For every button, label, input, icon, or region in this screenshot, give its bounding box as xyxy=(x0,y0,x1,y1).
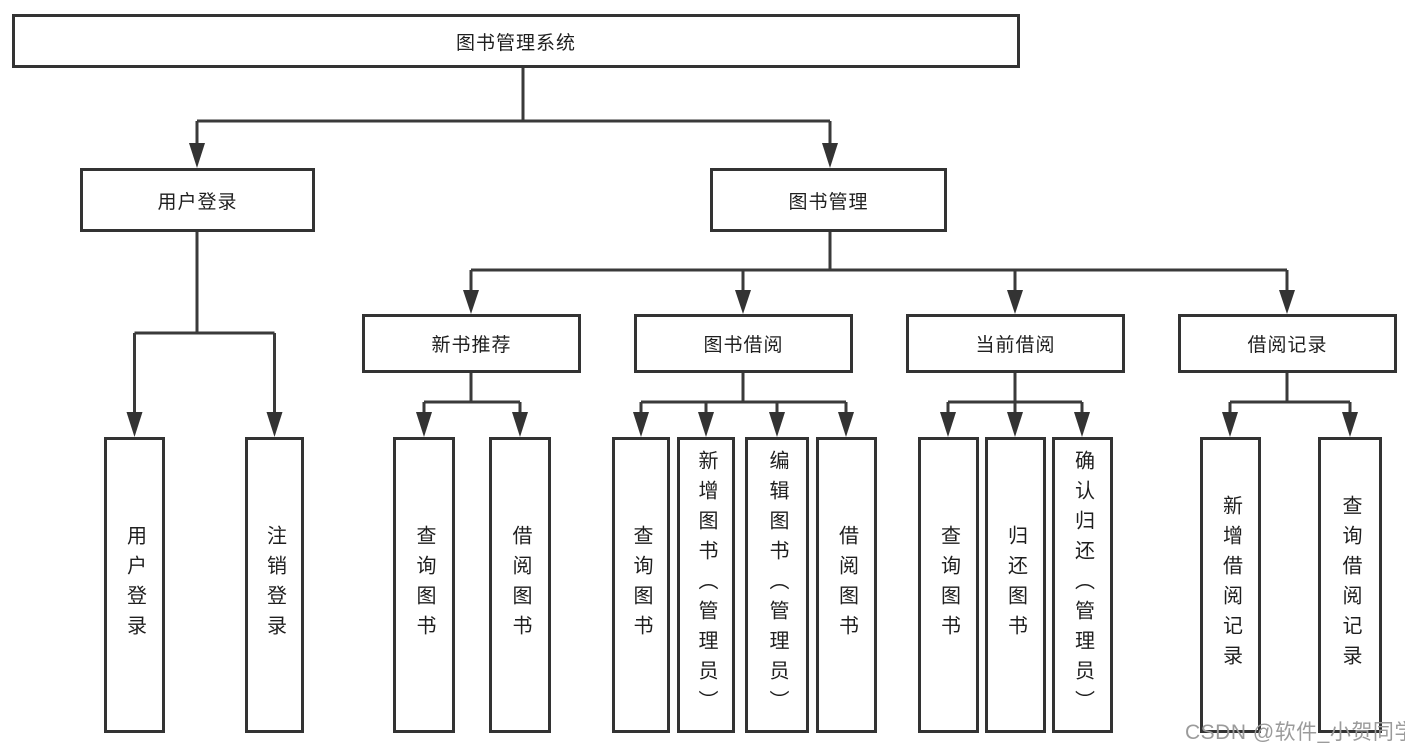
leaf-add-book-admin: 新增图书（管理员） xyxy=(677,437,735,733)
leaf-query-book-recommend: 查询图书 xyxy=(393,437,455,733)
leaf-query-book-current: 查询图书 xyxy=(918,437,979,733)
node-book-borrow: 图书借阅 xyxy=(634,314,853,373)
node-label: 查询图书 xyxy=(413,525,435,645)
node-label: 用户登录 xyxy=(157,191,238,213)
arrowheads xyxy=(126,143,1358,437)
node-label: 图书管理 xyxy=(788,191,869,213)
leaf-borrow-book-recommend: 借阅图书 xyxy=(489,437,551,733)
tree-edges xyxy=(133,68,1352,415)
leaf-query-borrow-record: 查询借阅记录 xyxy=(1318,437,1382,733)
node-label: 新增图书（管理员） xyxy=(695,450,717,720)
node-label: 图书借阅 xyxy=(703,335,784,356)
csdn-watermark: CSDN @软件_小贺同学 xyxy=(1185,721,1405,744)
node-label: 用户登录 xyxy=(123,525,146,645)
leaf-logout: 注销登录 xyxy=(245,437,304,733)
leaf-query-book-borrow: 查询图书 xyxy=(612,437,670,733)
node-label: 新增借阅记录 xyxy=(1219,495,1242,675)
node-label: 归还图书 xyxy=(1004,525,1027,645)
node-label: 图书管理系统 xyxy=(455,32,576,54)
leaf-edit-book-admin: 编辑图书（管理员） xyxy=(745,437,809,733)
node-label: 当前借阅 xyxy=(975,335,1056,356)
leaf-return-book: 归还图书 xyxy=(985,437,1046,733)
node-user-login: 用户登录 xyxy=(80,168,315,232)
node-label: 新书推荐 xyxy=(431,335,512,356)
node-borrow-records: 借阅记录 xyxy=(1178,314,1397,373)
node-library-system: 图书管理系统 xyxy=(12,14,1020,68)
node-label: 编辑图书（管理员） xyxy=(766,450,788,720)
node-label: 查询图书 xyxy=(937,525,960,645)
leaf-add-borrow-record: 新增借阅记录 xyxy=(1200,437,1261,733)
node-label: 查询借阅记录 xyxy=(1339,495,1361,675)
node-label: 借阅记录 xyxy=(1247,335,1328,356)
node-label: 借阅图书 xyxy=(509,525,531,645)
node-current-borrow: 当前借阅 xyxy=(906,314,1125,373)
node-new-book-recommend: 新书推荐 xyxy=(362,314,581,373)
node-book-management: 图书管理 xyxy=(710,168,947,232)
leaf-borrow-book: 借阅图书 xyxy=(816,437,877,733)
leaf-user-login: 用户登录 xyxy=(104,437,165,733)
node-label: 查询图书 xyxy=(630,525,652,645)
node-label: 确认归还（管理员） xyxy=(1071,450,1094,720)
node-label: 借阅图书 xyxy=(835,525,858,645)
leaf-confirm-return-admin: 确认归还（管理员） xyxy=(1052,437,1113,733)
node-label: 注销登录 xyxy=(263,525,286,645)
